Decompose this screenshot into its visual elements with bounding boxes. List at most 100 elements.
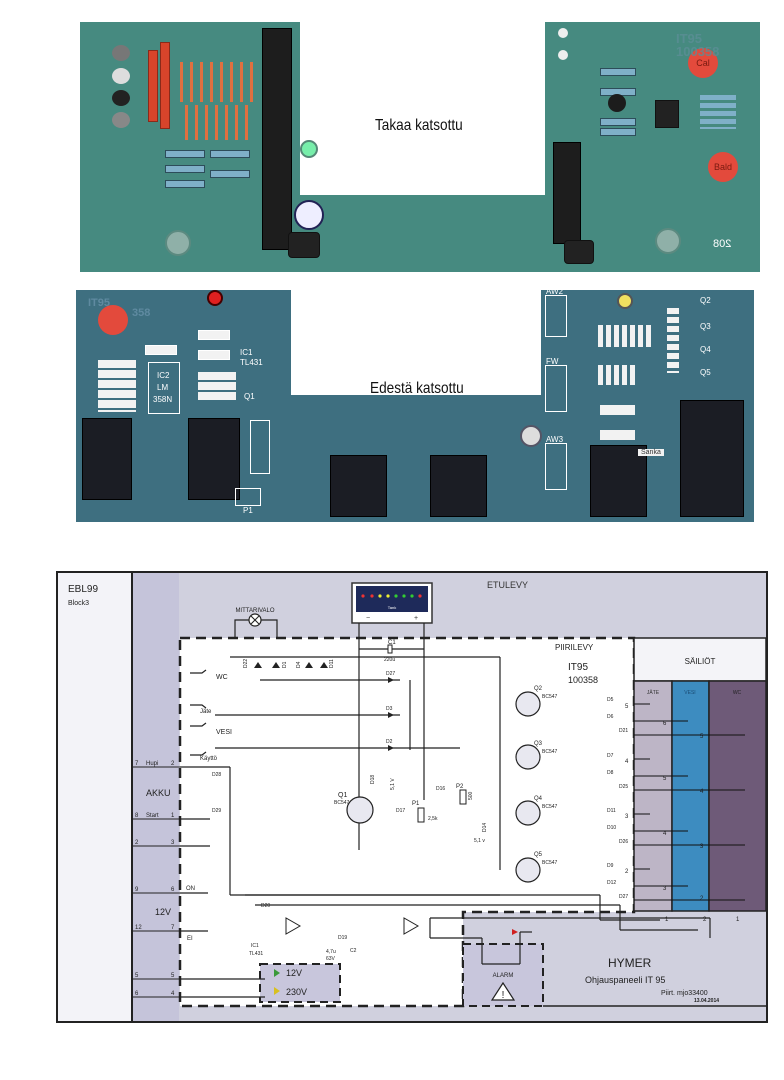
transistor-q5-icon — [515, 857, 541, 883]
meter-led — [386, 594, 390, 598]
tank-diode-label: D9 — [607, 863, 614, 869]
transistor-q4-group: Q4 BC547 — [515, 796, 558, 826]
resistor — [600, 405, 635, 415]
potentiometer-p1-icon[interactable] — [417, 807, 425, 823]
resistor-bank — [700, 95, 736, 129]
potentiometer-p2-icon[interactable] — [459, 789, 467, 805]
test-pad — [520, 425, 542, 447]
tank-pin-label: 4 — [625, 759, 629, 765]
meter-title: Tank — [388, 605, 396, 610]
ic2-silk: IC2 — [157, 371, 170, 380]
meter-led — [410, 594, 414, 598]
d28-label: D28 — [212, 772, 221, 778]
board-marking: IT95 — [88, 297, 111, 309]
tank-diode-label: D26 — [619, 839, 628, 845]
resistor — [210, 170, 250, 178]
tank-diode-label: D25 — [619, 784, 628, 790]
resistor — [600, 118, 636, 126]
p1-silk: P1 — [243, 506, 253, 515]
transistor-q3-icon — [515, 744, 541, 770]
tank-pin-label: 4 — [700, 789, 704, 795]
meter-led — [370, 594, 374, 598]
q4-silk: Q4 — [700, 345, 711, 354]
meter-minus: − — [366, 615, 370, 622]
resistor-bank-left — [98, 360, 136, 412]
c1-label: C1 — [388, 640, 396, 646]
diode-d4-icon — [305, 662, 313, 668]
drawn-by: Piirt. mjo33400 — [661, 990, 708, 997]
capacitor-c1-icon — [387, 644, 393, 654]
pin-right: 4 — [171, 991, 175, 997]
diode-d3-icon — [388, 712, 394, 718]
block-subtitle: Block3 — [68, 600, 89, 607]
d4-label: D4 — [296, 661, 302, 668]
tank-pin-label: 2 — [700, 896, 704, 902]
d14-label: D14 — [482, 823, 488, 832]
pcb-back-middle-section — [300, 195, 545, 272]
diode-bank — [185, 105, 255, 140]
indicator-230v-label: 230V — [286, 987, 307, 997]
warning-triangle-icon — [490, 981, 516, 1001]
transistor-q2-group: Q2 BC547 — [515, 686, 558, 717]
pin-label: Hupi — [146, 761, 158, 767]
cal-sticker: Cal — [688, 48, 718, 78]
diode-d1-icon — [272, 662, 280, 668]
resistor — [165, 165, 205, 173]
tank-pin-label: 3 — [625, 814, 629, 820]
q3-label: Q3 — [534, 741, 543, 747]
pin-right: 7 — [171, 925, 175, 931]
block-title: EBL99 — [68, 584, 98, 595]
alarm-label: ALARM — [493, 973, 514, 979]
c2-label: C2 — [350, 948, 357, 954]
tank-diode-label: D12 — [607, 880, 616, 886]
switch-kaytto — [190, 751, 207, 756]
tank-diode-label: D5 — [607, 697, 614, 703]
lamp-wire — [261, 619, 278, 638]
tank-vesi-label: VESI — [684, 690, 695, 696]
transistor — [112, 68, 130, 84]
p1-footprint — [235, 488, 261, 506]
yellow-led — [617, 293, 633, 309]
q2-type: BC547 — [542, 694, 558, 700]
transistor — [112, 112, 130, 128]
pin-right: 5 — [171, 973, 175, 979]
q4-label: Q4 — [534, 796, 543, 802]
switch-jate-label: Jäte — [200, 709, 212, 715]
tank-pin-label: 5 — [700, 734, 704, 740]
d1-label: D1 — [282, 661, 288, 668]
d3-label: D3 — [386, 706, 393, 712]
brand-title: HYMER — [608, 956, 652, 970]
pin-left: 6 — [135, 991, 139, 997]
tank-bottom-pin: 2 — [703, 917, 707, 923]
ic2-footprint: IC2 LM 358N — [148, 362, 180, 414]
led-12v-icon — [274, 969, 280, 977]
electrolytic-capacitor — [294, 200, 324, 230]
cal-label: Cal — [696, 58, 710, 68]
q5-silk: Q5 — [700, 368, 711, 377]
wiring — [180, 623, 711, 998]
alarm-led-icon — [512, 929, 518, 935]
pin-right: 3 — [171, 840, 175, 846]
potentiometer — [680, 400, 744, 517]
c1-value: 220u — [384, 657, 395, 663]
p2-label: P2 — [456, 784, 464, 790]
tank-pin-label: 5 — [625, 704, 629, 710]
potentiometer — [430, 455, 487, 517]
transistor-q5-group: Q5 BC547 — [515, 852, 558, 883]
tank-pin-label: 2 — [625, 869, 629, 875]
tank-vesi-column — [671, 680, 710, 912]
tank-pin-label: 5 — [663, 776, 667, 782]
diode-d22-icon — [254, 662, 262, 668]
d2-label: D2 — [386, 739, 393, 745]
lm-silk: LM — [157, 383, 169, 392]
sailiot-label: SÄILIÖT — [685, 657, 716, 666]
connector-rows: 7 Hupi 2 8 Start 1 2 3 9 6 12 7 5 5 6 4 — [133, 761, 180, 998]
red-led — [207, 290, 223, 306]
meter-led — [361, 594, 365, 598]
tank-diode-label: D10 — [607, 825, 616, 831]
warning-exclamation: ! — [502, 990, 505, 1001]
pin-left: 8 — [135, 813, 139, 819]
v12-label: 12V — [155, 907, 171, 917]
tank-diode-label: D27 — [619, 894, 628, 900]
mounting-hole — [300, 140, 318, 158]
